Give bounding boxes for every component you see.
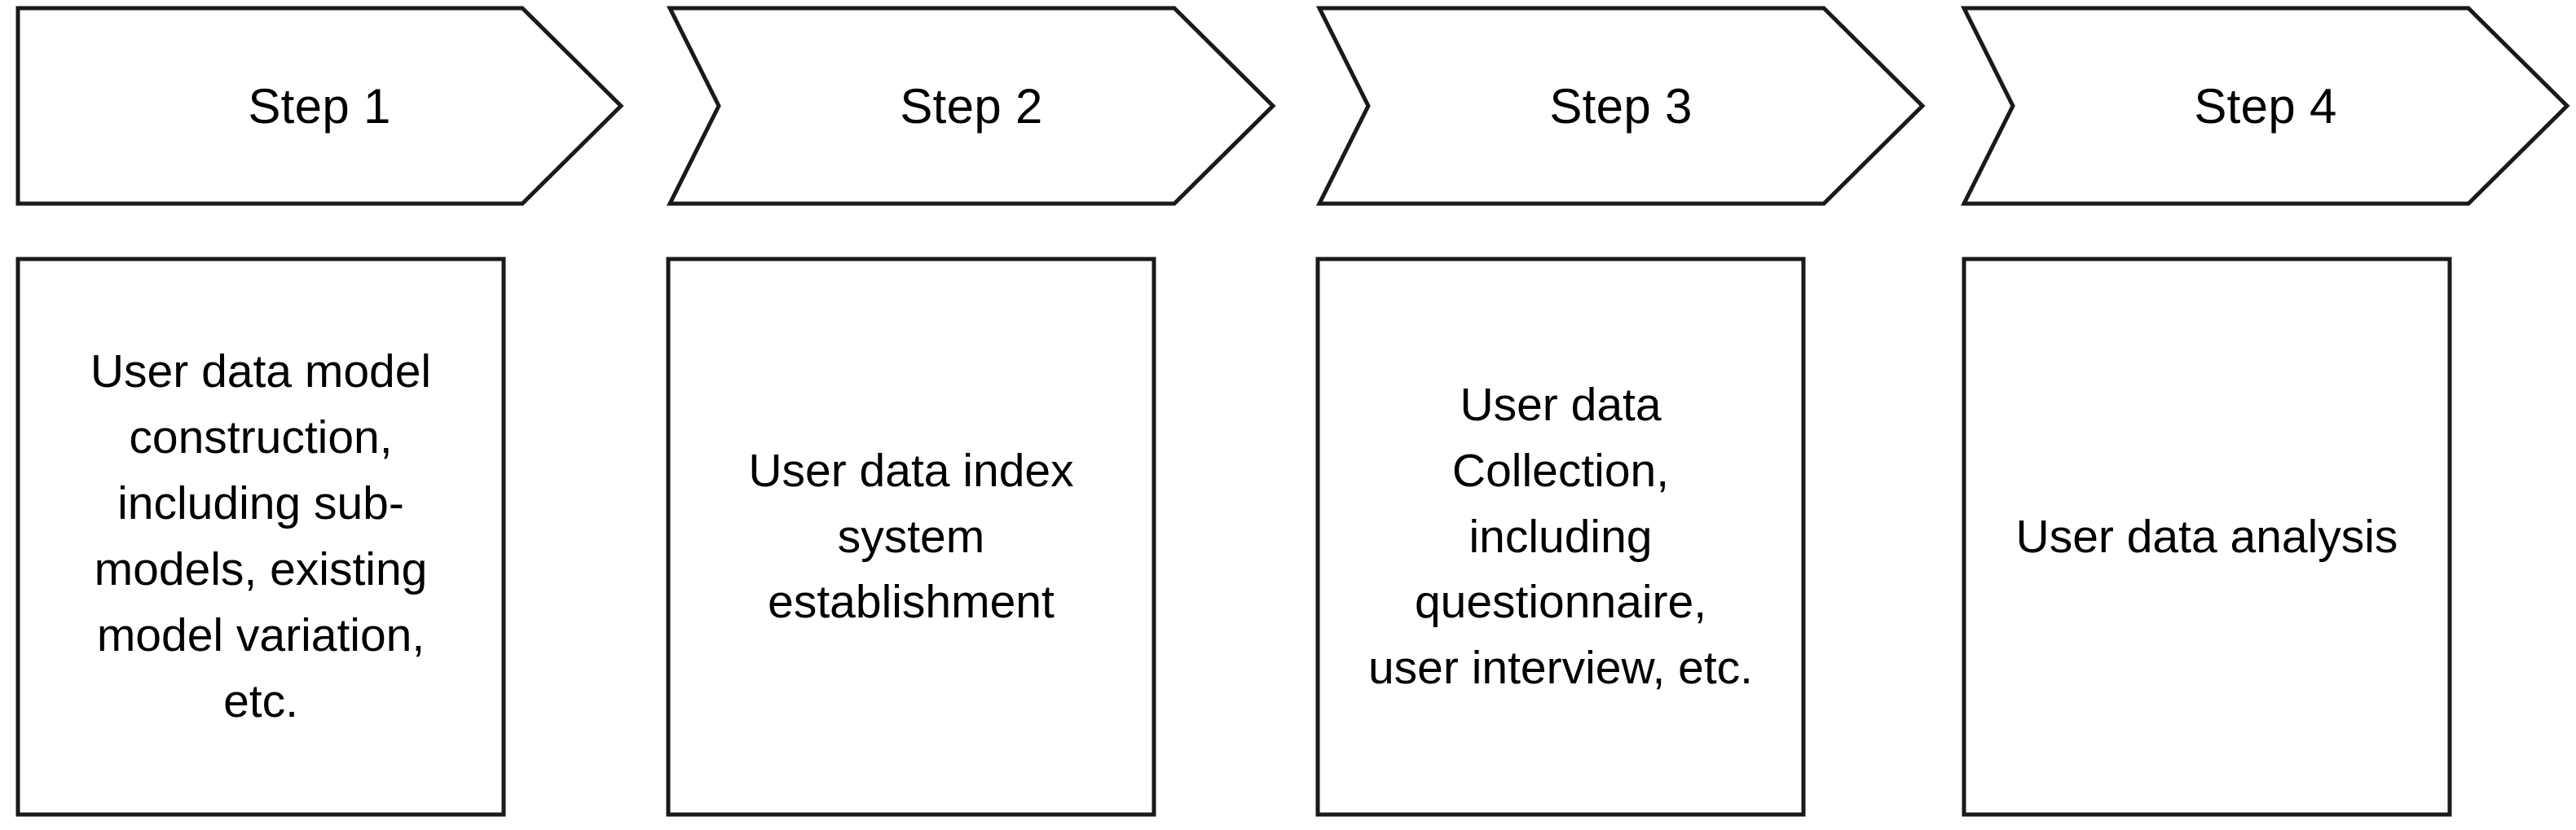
box-step-2[interactable] <box>666 257 1156 817</box>
chevron-step-1[interactable] <box>15 6 624 206</box>
chevron-label-step-3: Step 3 <box>1549 78 1693 134</box>
chevron-label-step-4: Step 4 <box>2194 78 2337 134</box>
box-step-4[interactable] <box>1962 257 2452 817</box>
chevron-step-2[interactable] <box>666 6 1276 206</box>
box-step-3[interactable] <box>1315 257 1806 817</box>
chevron-step-4[interactable] <box>1960 6 2570 206</box>
box-text-step-1: User data model construction, including … <box>90 345 432 727</box>
chevron-label-step-1: Step 1 <box>248 78 391 134</box>
box-step-1[interactable] <box>15 257 506 817</box>
box-text-step-3: User data Collection, including question… <box>1367 378 1754 695</box>
box-text-step-2: User data index system establishment <box>748 444 1074 629</box>
box-text-step-4: User data analysis <box>2015 510 2398 563</box>
chevron-step-3[interactable] <box>1315 6 1926 206</box>
chevron-label-step-2: Step 2 <box>900 78 1043 134</box>
